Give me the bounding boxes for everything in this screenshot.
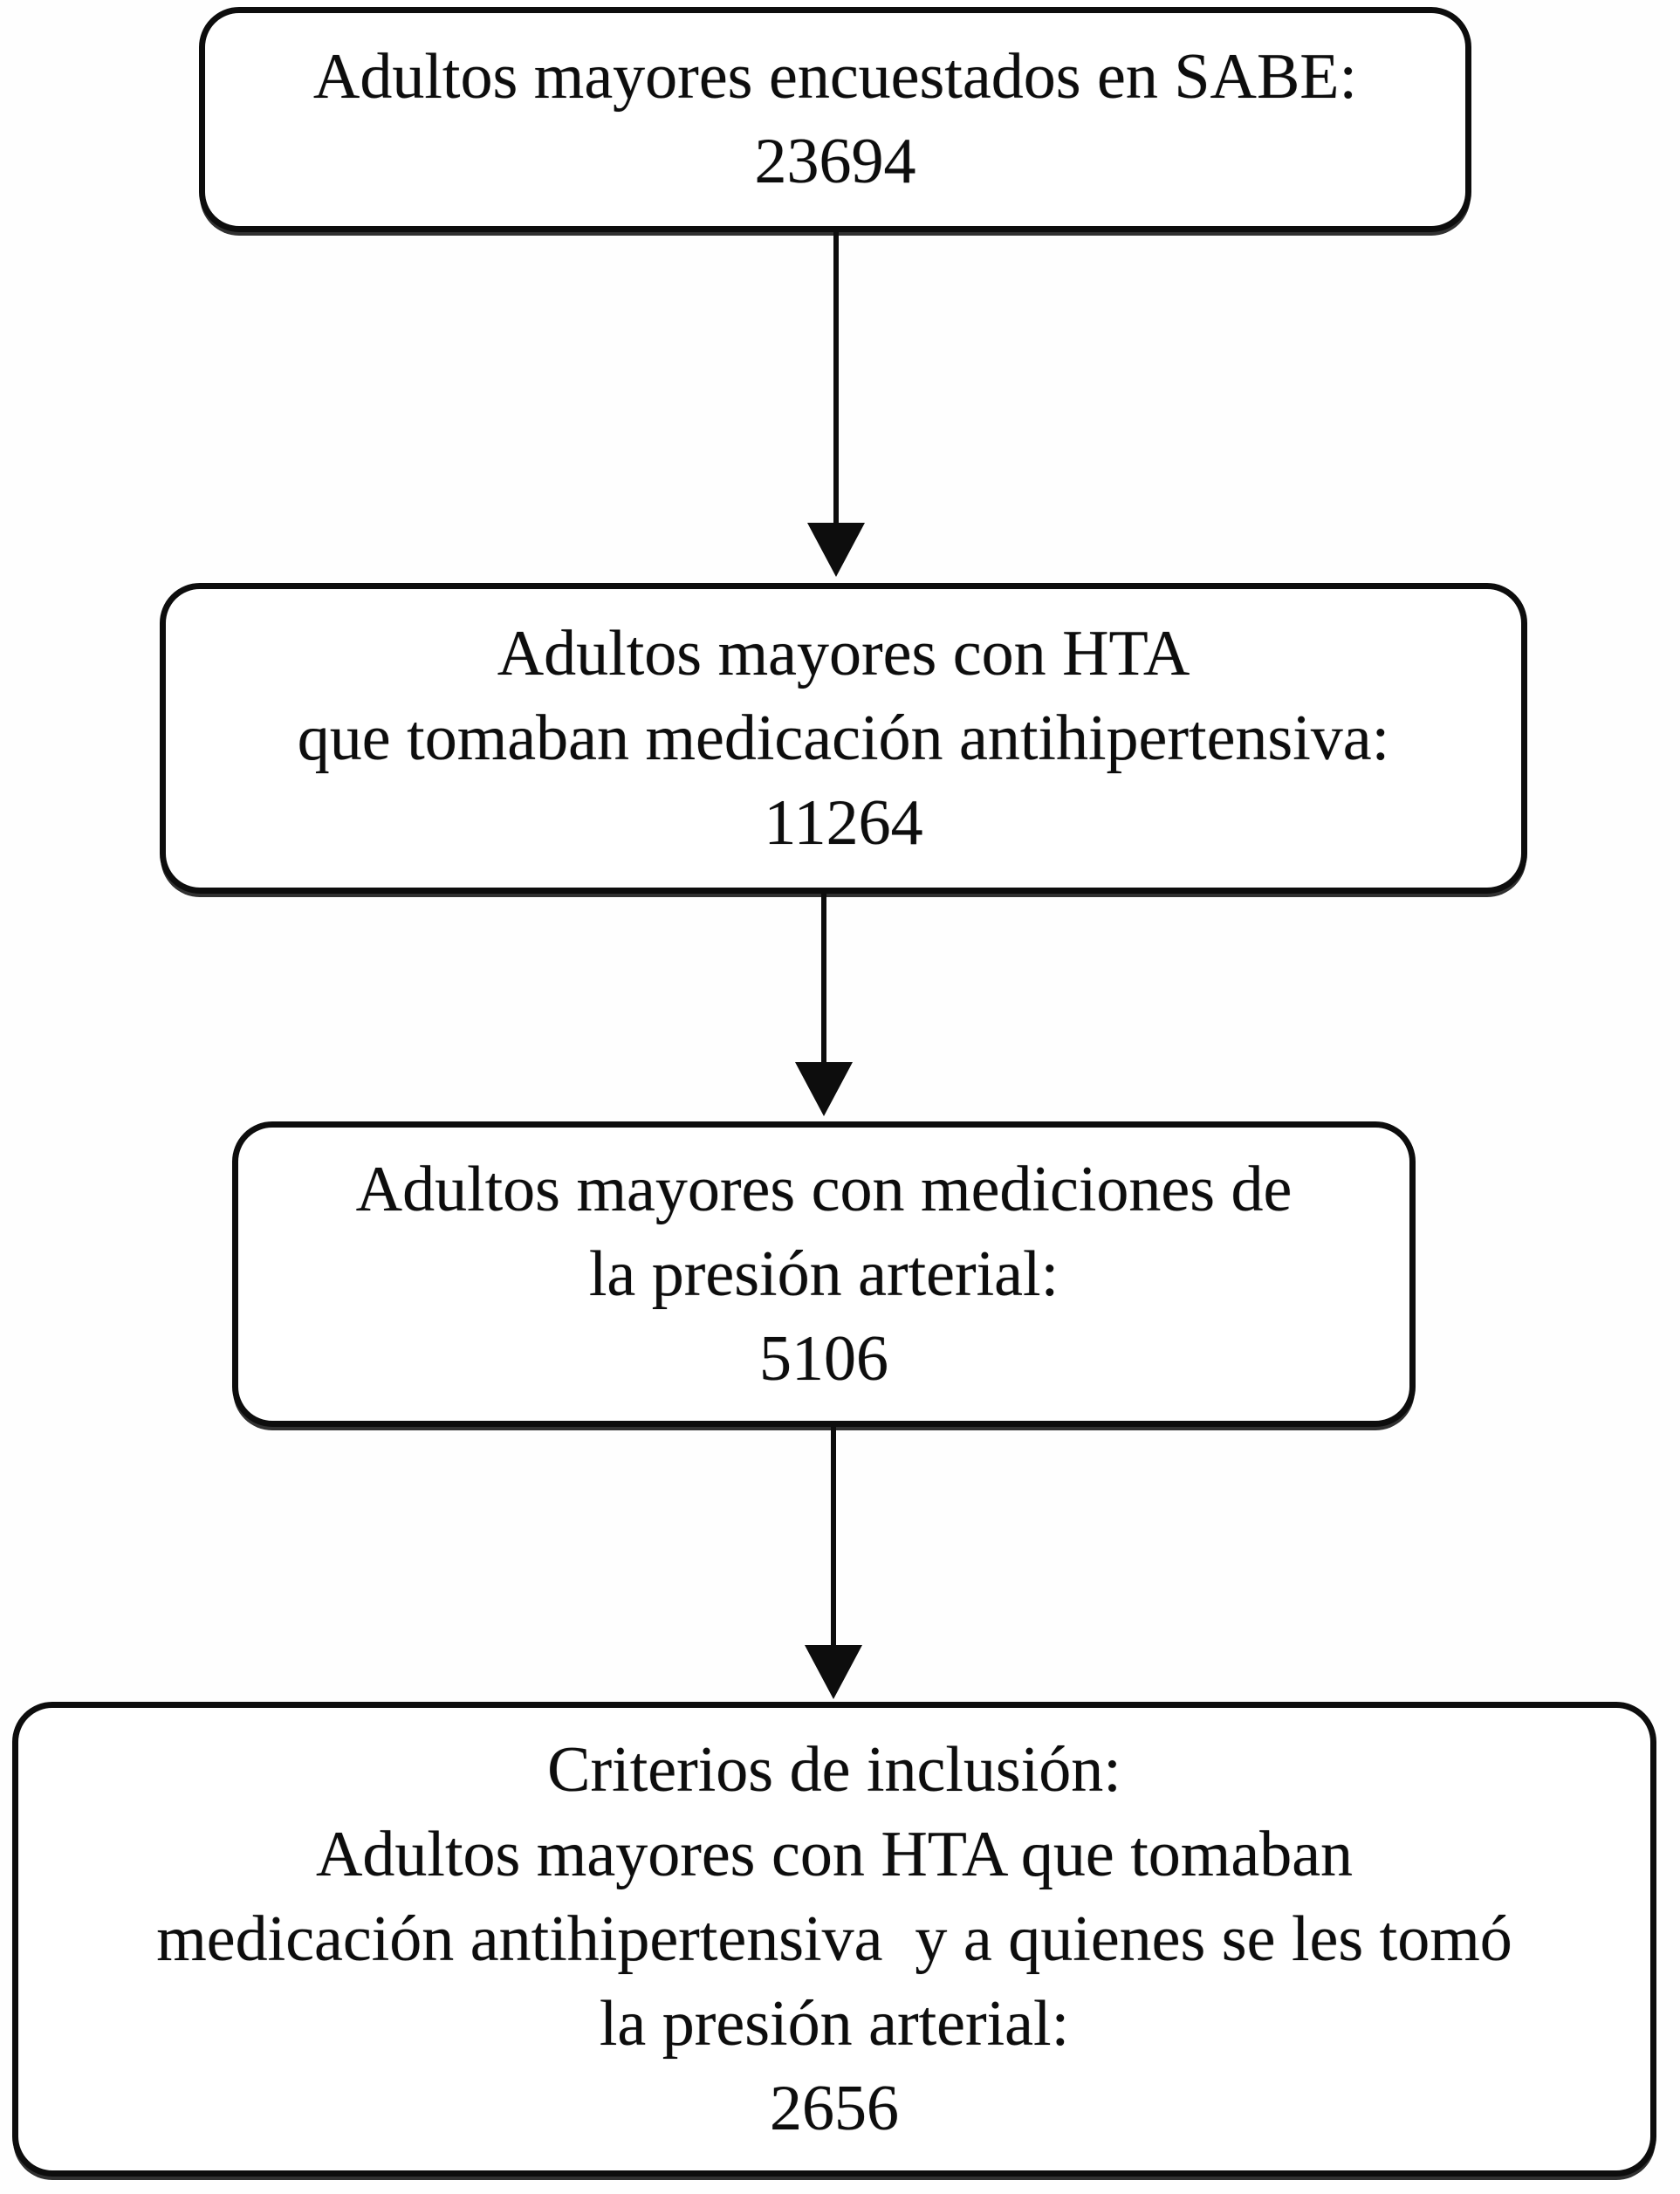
flow-box-bp-measured-count: 5106 [759,1322,888,1395]
arrow-stem [833,229,839,523]
down-arrow-1 [807,229,865,577]
arrow-stem [821,890,826,1062]
arrowhead-icon [795,1062,853,1116]
flow-box-hta-medicated-label-line-2: que tomaban medicación antihipertensiva: [297,702,1390,774]
flow-box-bp-measured: Adultos mayores con mediciones de la pre… [232,1121,1416,1427]
flow-box-hta-medicated: Adultos mayores con HTA que tomaban medi… [160,583,1527,894]
arrowhead-icon [805,1645,862,1699]
flow-box-hta-medicated-label-line-1: Adultos mayores con HTA [497,617,1190,689]
flow-box-surveyed: Adultos mayores encuestados en SABE: 236… [199,7,1471,232]
down-arrow-3 [805,1423,862,1699]
flow-box-inclusion-criteria-label-line-3: la presión arterial: [599,1987,1070,2060]
flow-box-bp-measured-label-line-1: Adultos mayores con mediciones de [355,1153,1293,1225]
down-arrow-2 [795,890,853,1116]
flow-box-inclusion-criteria-label-line-1: Adultos mayores con HTA que tomaban [315,1818,1354,1890]
flow-box-inclusion-criteria-count: 2656 [770,2072,899,2144]
flow-box-bp-measured-label-line-2: la presión arterial: [588,1238,1059,1310]
arrowhead-icon [807,523,865,577]
arrow-stem [831,1423,836,1645]
flow-box-inclusion-criteria-label-line-2: medicación antihipertensiva y a quienes … [156,1903,1512,1975]
flow-box-inclusion-criteria: Criterios de inclusión: Adultos mayores … [12,1702,1656,2177]
flow-box-inclusion-criteria-title: Criterios de inclusión: [547,1733,1121,1806]
flow-box-surveyed-label: Adultos mayores encuestados en SABE: [312,41,1358,113]
flow-box-surveyed-count: 23694 [754,126,916,197]
flow-box-hta-medicated-count: 11264 [764,786,923,859]
